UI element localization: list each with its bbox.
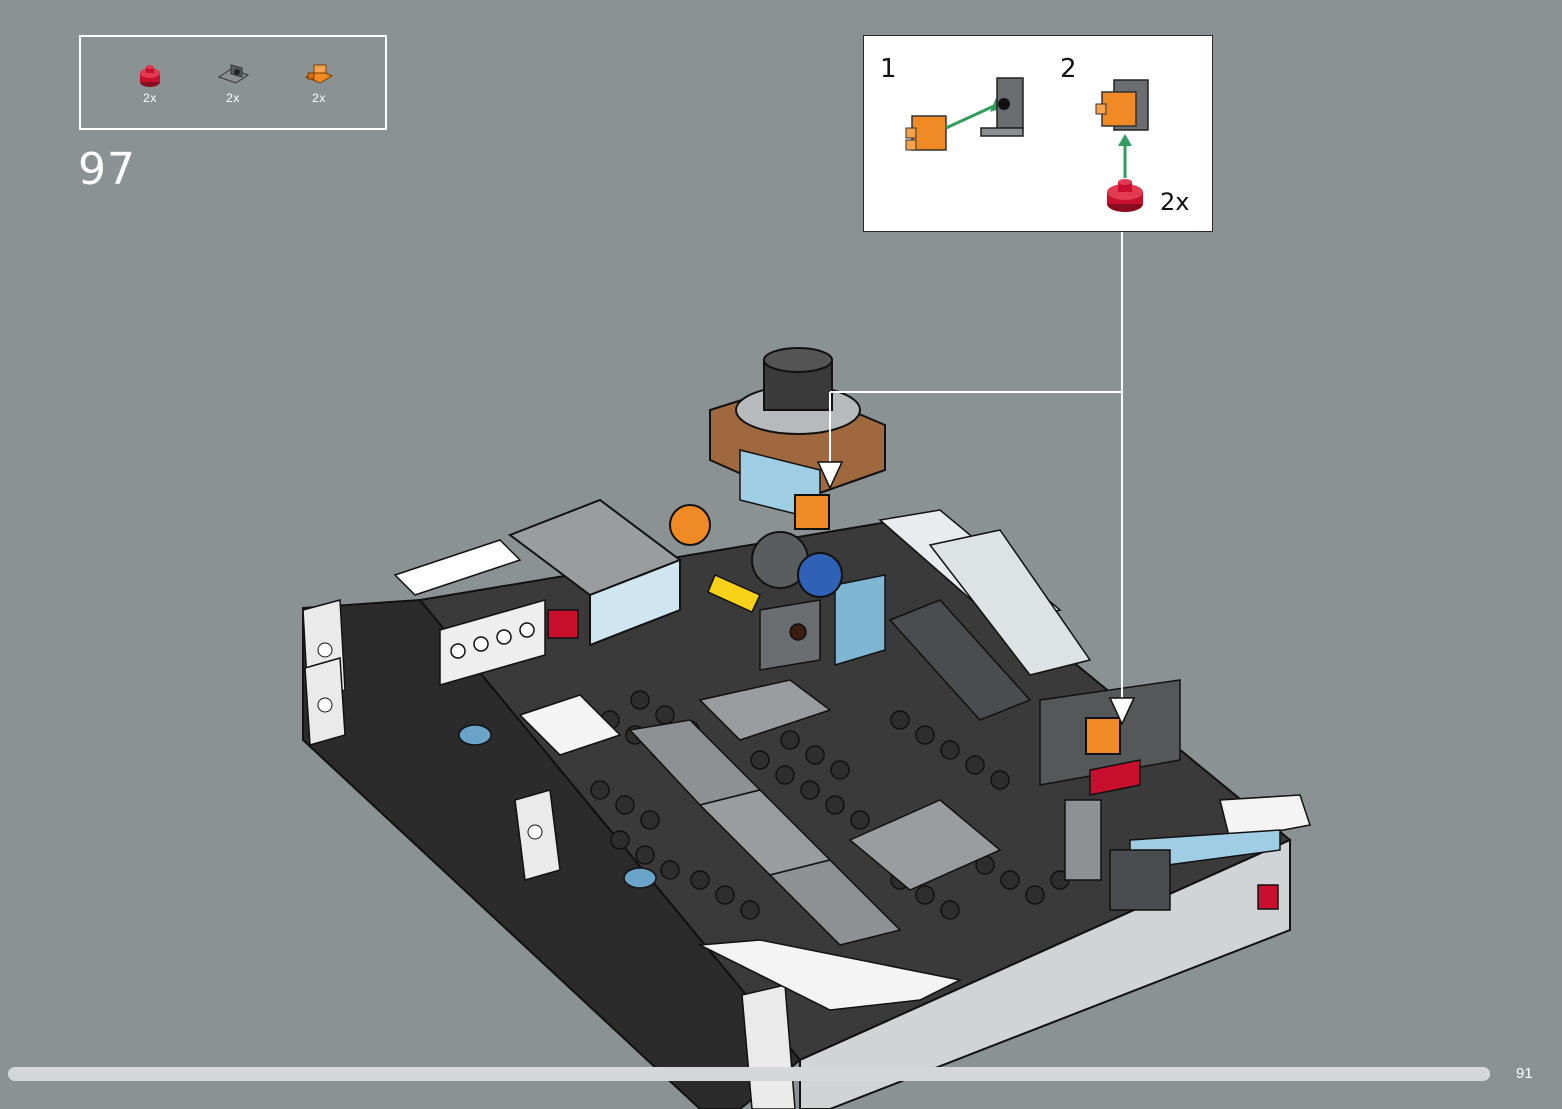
installed-orange-clip: [794, 494, 1121, 755]
grey-bracket-icon: [217, 64, 250, 84]
placement-arrow: [816, 461, 1136, 726]
red-round-plate-icon: [140, 65, 160, 87]
part-quantity: 2x: [312, 91, 326, 105]
callout-diagram: [905, 77, 1149, 212]
part-entry: 2x: [125, 63, 175, 105]
callout-quantity: 2x: [1160, 188, 1190, 216]
callout-leader-lines: [829, 232, 1123, 698]
part-quantity: 2x: [143, 91, 157, 105]
part-entry: 2x: [294, 63, 344, 105]
step-number: 97: [78, 144, 136, 195]
page-number: 91: [1516, 1065, 1533, 1082]
substep-number: 2: [1060, 54, 1077, 84]
substep-number: 1: [880, 54, 897, 84]
subassembly-callout: 1 2: [863, 35, 1213, 232]
grey-bracket-part-icon: [980, 77, 1024, 137]
progress-fill: [8, 1067, 1490, 1081]
red-round-plate-part-icon: [1107, 179, 1143, 212]
green-arrow-icon: [1118, 134, 1132, 178]
orange-clip-plate-icon: [304, 64, 334, 84]
assembled-clip-bracket-icon: [1095, 79, 1149, 131]
part-quantity: 2x: [226, 91, 240, 105]
parts-list: 2x 2x 2x: [79, 35, 387, 130]
part-entry: 2x: [208, 63, 258, 105]
green-arrow-icon: [945, 98, 1002, 130]
progress-bar: [8, 1067, 1490, 1081]
orange-clip-part-icon: [905, 115, 947, 151]
